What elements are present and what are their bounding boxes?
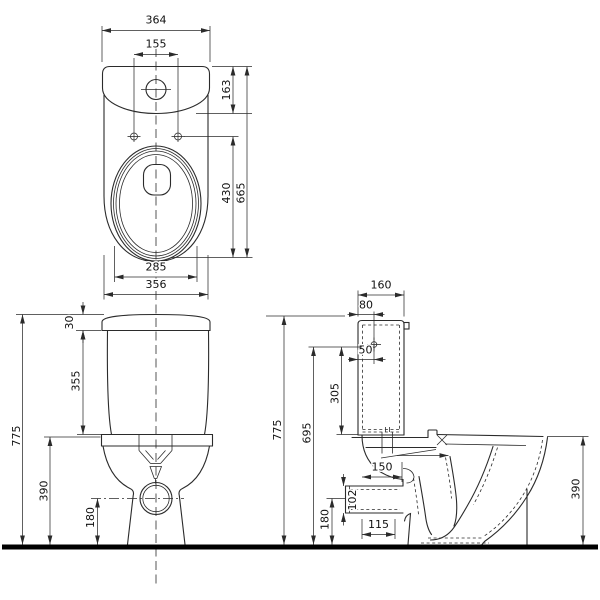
- dim-390-front: 390: [36, 436, 101, 545]
- dim-label-102: 102: [346, 490, 359, 511]
- flush-valve-detail: [138, 446, 173, 484]
- dim-115: 115: [361, 517, 396, 539]
- bowl-ring-outer: [110, 145, 202, 262]
- dim-430: 430: [184, 136, 239, 258]
- dim-label-775-side: 775: [271, 420, 284, 441]
- cistern-side-left: [106, 329, 113, 436]
- dim-label-80: 80: [359, 299, 373, 312]
- dim-label-775-front: 775: [10, 426, 23, 447]
- dim-775-front: 775: [9, 314, 25, 545]
- dim-label-390-side: 390: [570, 479, 583, 500]
- pedestal-right: [178, 445, 211, 546]
- dim-label-180-front: 180: [84, 507, 97, 528]
- dim-label-180-side: 180: [319, 509, 332, 530]
- dim-label-115: 115: [368, 518, 389, 531]
- dim-label-355: 355: [70, 371, 83, 392]
- dim-155: 155: [134, 36, 178, 57]
- dim-180-side: 180: [317, 498, 346, 545]
- ground-line: [2, 544, 598, 550]
- dim-label-695: 695: [301, 423, 314, 444]
- rear-outlet-spigot: [344, 485, 404, 514]
- dim-label-285: 285: [146, 261, 167, 274]
- dim-390-side: 390: [547, 436, 589, 545]
- side-view: 160 80 50 695 305: [266, 277, 589, 546]
- flush-button: [403, 321, 410, 330]
- dim-150: 150: [362, 459, 403, 482]
- dim-label-150: 150: [372, 461, 393, 474]
- dim-356: 356: [103, 255, 209, 300]
- dim-80: 80: [347, 297, 385, 317]
- dim-label-364: 364: [146, 14, 167, 27]
- dim-305: 305: [327, 347, 358, 435]
- dim-label-430: 430: [220, 183, 233, 204]
- dim-label-160: 160: [371, 279, 392, 292]
- cistern-lid: [101, 313, 211, 332]
- dim-364: 364: [101, 12, 211, 62]
- pedestal-left: [102, 445, 135, 546]
- dim-160: 160: [357, 277, 405, 317]
- cistern-top-outline: [101, 65, 211, 115]
- bowl-cross-section: [344, 429, 549, 546]
- cistern-hidden-lines: [362, 324, 400, 433]
- dim-695: 695: [299, 347, 316, 545]
- cistern-side-right: [203, 329, 210, 436]
- dim-30: 30: [16, 302, 104, 343]
- dim-163: 163: [196, 66, 252, 114]
- dim-665: 665: [172, 66, 253, 258]
- dim-102: 102: [341, 474, 361, 526]
- dim-label-30: 30: [63, 316, 76, 330]
- dim-label-50: 50: [359, 344, 373, 357]
- bowl-opening: [119, 154, 193, 253]
- dim-label-390-front: 390: [38, 481, 51, 502]
- dim-label-163: 163: [220, 80, 233, 101]
- dim-285: 285: [114, 246, 198, 282]
- cistern-side-outline: [357, 319, 405, 436]
- front-view: 30 355 775 390 180: [9, 302, 214, 546]
- dim-775-side: 775: [270, 316, 287, 545]
- bowl-ring-3: [115, 150, 197, 257]
- dim-355: 355: [68, 330, 110, 435]
- bowl-ring-2: [113, 148, 199, 259]
- dim-label-155: 155: [146, 38, 167, 51]
- dim-label-305: 305: [329, 383, 342, 404]
- dim-50: 50: [348, 342, 386, 364]
- bowl-shelf: [100, 433, 214, 447]
- dim-180-front: 180: [83, 498, 100, 545]
- seat-hole: [142, 163, 172, 196]
- top-view: 364 155 163 430 665 285: [101, 12, 253, 300]
- dim-label-356: 356: [146, 278, 167, 291]
- dim-label-665: 665: [235, 183, 248, 204]
